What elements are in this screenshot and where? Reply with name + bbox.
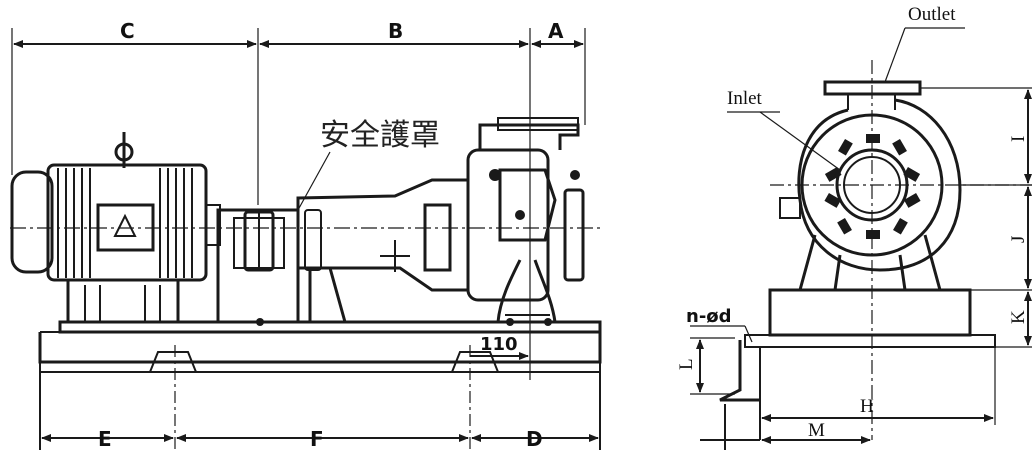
outlet-leader-line: [884, 27, 906, 83]
coupling-guard: [216, 208, 300, 324]
bottom-dimensions: E F D 110: [41, 334, 599, 450]
dim-label-110: 110: [480, 334, 518, 355]
dim-label-j: J: [1008, 236, 1029, 243]
dim-label-k: K: [1008, 310, 1029, 324]
inlet-label: Inlet: [727, 88, 763, 109]
side-view: C B A 安全護罩 E F D: [10, 19, 602, 450]
volute: [797, 98, 962, 272]
guard-label: 安全護罩: [320, 118, 440, 153]
bearing-frame: [296, 178, 470, 324]
motor: [10, 132, 221, 324]
dim-label-f: F: [310, 427, 324, 450]
dim-label-h: H: [860, 396, 874, 417]
pump-casing: [466, 117, 585, 326]
dim-label-a: A: [548, 19, 564, 43]
dim-label-l: L: [676, 358, 697, 370]
dim-label-c: C: [120, 19, 135, 43]
dim-label-i: I: [1008, 136, 1029, 142]
front-base: [768, 288, 972, 337]
dim-label-e: E: [98, 427, 112, 450]
dim-label-m: M: [808, 420, 825, 441]
bolt-label: n-ød: [686, 306, 732, 327]
inlet-leader-line: [759, 111, 841, 171]
top-dimensions: C B A: [11, 19, 586, 380]
guard-leader-line: [297, 151, 331, 211]
dim-label-b: B: [388, 19, 403, 43]
outlet-label: Outlet: [908, 4, 956, 25]
dim-label-d: D: [526, 427, 543, 450]
front-view: Outlet Inlet: [676, 4, 1032, 450]
anchor-bolt: [719, 340, 760, 402]
